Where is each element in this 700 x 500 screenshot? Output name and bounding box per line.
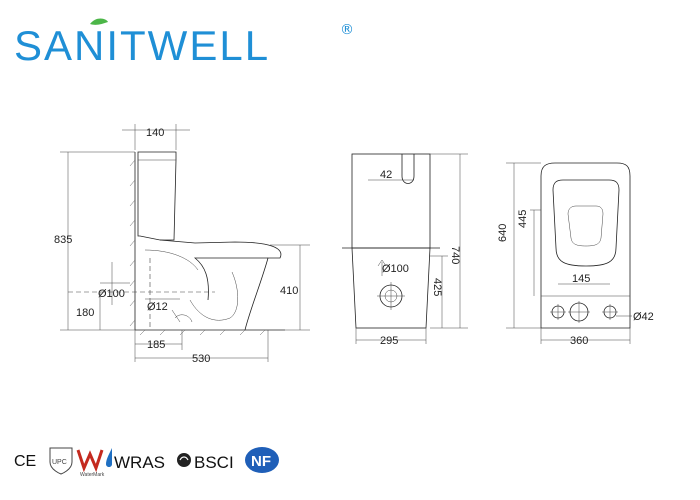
dim-top-height: 640 xyxy=(497,224,509,242)
nf-label: NF xyxy=(251,453,271,470)
watermark-icon: WaterMark xyxy=(76,449,105,478)
upc-label: UPC xyxy=(52,459,67,466)
sanitwell-logo: SANITWELL ® xyxy=(14,18,354,69)
front-view: 42 Ø100 740 425 295 xyxy=(342,153,468,347)
dim-side-inlet-height: 410 xyxy=(280,285,298,297)
bsci-label: BSCI xyxy=(194,453,234,472)
bsci-icon: BSCI xyxy=(177,453,234,472)
wras-icon: WRAS xyxy=(106,448,165,472)
wras-label: WRAS xyxy=(114,453,165,472)
dim-side-outlet-dia: Ø100 xyxy=(98,288,125,300)
dim-side-total-height: 835 xyxy=(54,234,72,246)
dim-top-hole-dia: Ø42 xyxy=(633,311,654,323)
dim-front-total-height: 740 xyxy=(449,246,461,264)
upc-icon: UPC xyxy=(49,447,73,475)
brand-name: SANITWELL xyxy=(14,22,270,69)
dim-top-hole-spacing: 145 xyxy=(572,273,590,285)
dim-front-button: 42 xyxy=(380,169,392,181)
dim-front-outlet-dia: Ø100 xyxy=(382,263,409,275)
dim-front-width: 295 xyxy=(380,335,398,347)
leaf-icon xyxy=(90,18,108,25)
dim-top-seat-height: 445 xyxy=(517,210,529,228)
certification-logos: CE UPC WaterMark WRAS BSCI NF xyxy=(14,447,279,478)
top-view: 640 445 145 Ø42 360 xyxy=(497,162,654,347)
dim-side-depth: 140 xyxy=(146,127,164,139)
ce-mark: CE xyxy=(14,453,36,470)
side-view: 140 835 410 Ø100 180 Ø12 185 530 xyxy=(54,124,310,365)
nf-icon: NF xyxy=(245,447,279,473)
dim-side-water-inlet-dia: Ø12 xyxy=(147,301,168,313)
dim-side-outlet-height: 180 xyxy=(76,307,94,319)
dim-front-outlet-height: 425 xyxy=(431,278,443,296)
watermark-label: WaterMark xyxy=(80,472,105,478)
dim-side-total-length: 530 xyxy=(192,353,210,365)
dim-top-width: 360 xyxy=(570,335,588,347)
dim-side-offset: 185 xyxy=(147,339,165,351)
registered-mark: ® xyxy=(340,22,354,38)
